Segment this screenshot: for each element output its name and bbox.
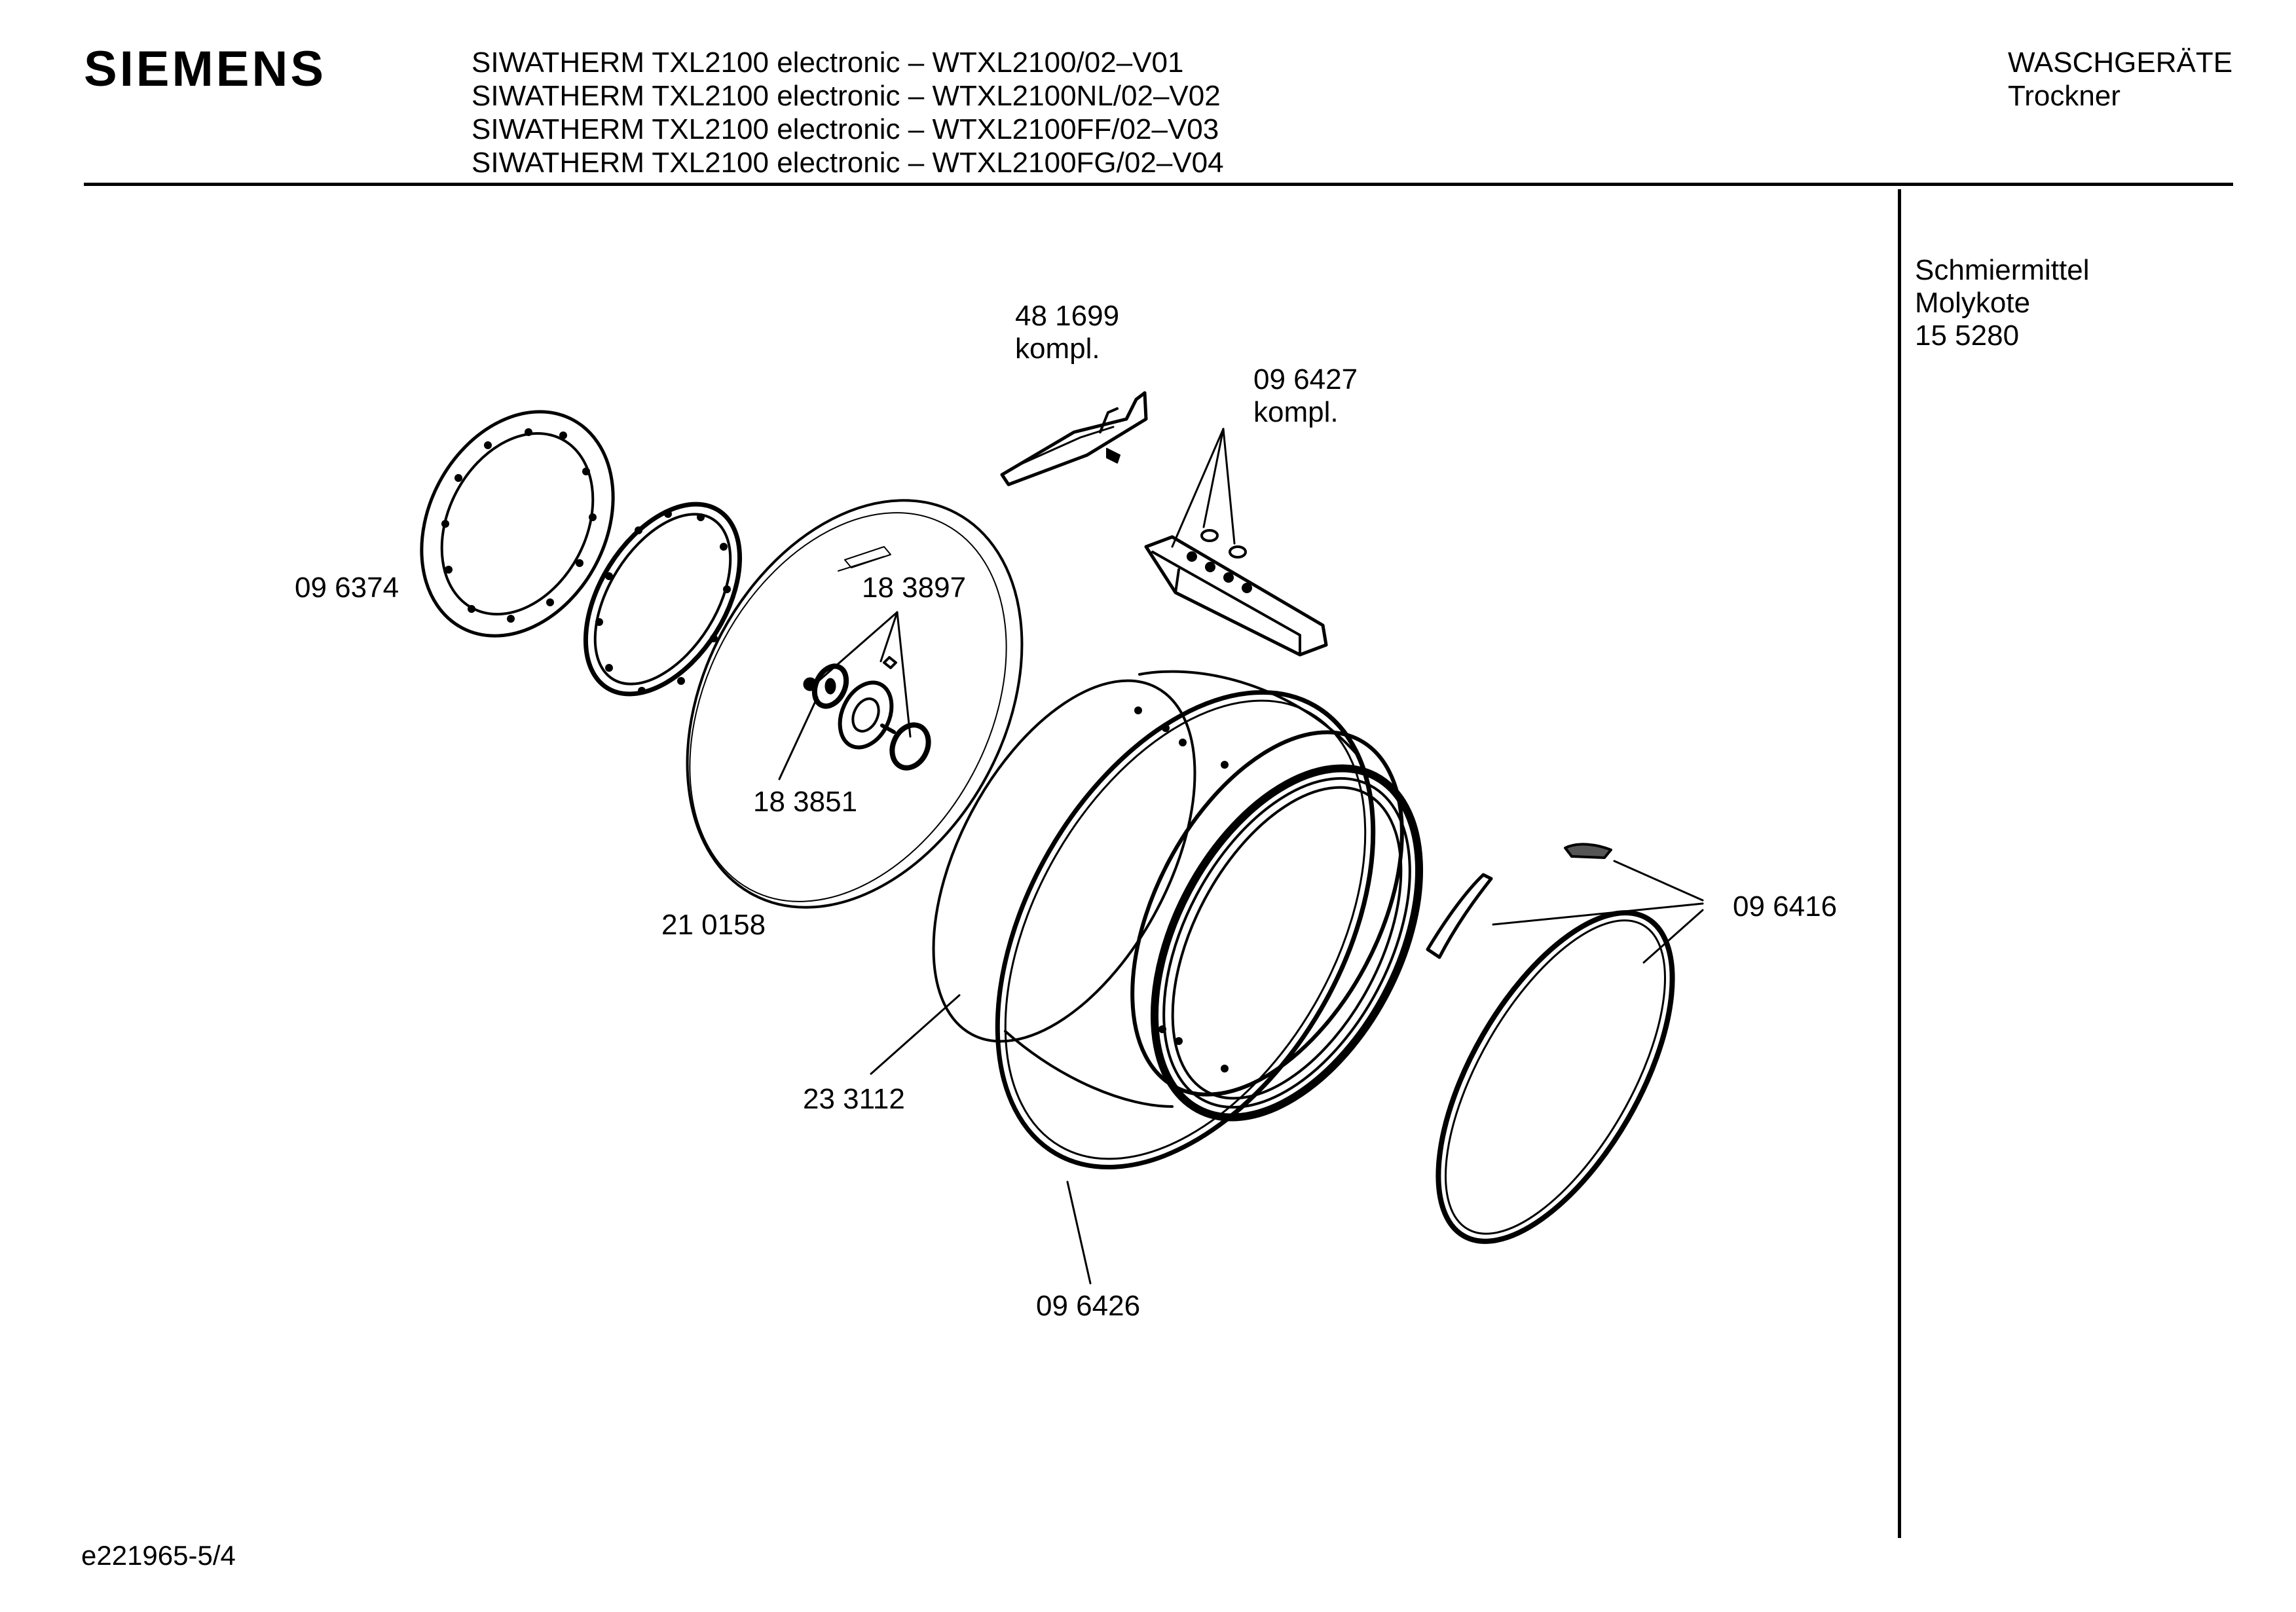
part-label-183897: 18 3897: [862, 572, 967, 604]
drum-body: [932, 670, 1424, 1122]
leader-lines: [778, 428, 1704, 1285]
siemens-logo: SIEMENS: [84, 41, 327, 97]
part-label-183851: 18 3851: [753, 786, 858, 818]
part-label-481699: 48 1699 kompl.: [1015, 300, 1119, 365]
header-divider: [84, 183, 2233, 186]
model-line-1: SIWATHERM TXL2100 electronic – WTXL2100/…: [472, 46, 1184, 79]
model-line-4: SIWATHERM TXL2100 electronic – WTXL2100F…: [472, 147, 1224, 179]
part-suffix: kompl.: [1253, 396, 1339, 428]
part-label-210158: 21 0158: [661, 909, 766, 941]
lubricant-note-line-3: 15 5280: [1915, 320, 2020, 352]
part-label-096427: 09 6427 kompl.: [1253, 363, 1358, 429]
flange-ring: [420, 410, 615, 638]
category-subtitle: Trockner: [2008, 80, 2120, 112]
part-suffix: kompl.: [1015, 333, 1100, 365]
category-title: WASCHGERÄTE: [2008, 46, 2233, 79]
model-line-2: SIWATHERM TXL2100 electronic – WTXL2100N…: [472, 80, 1221, 112]
lubricant-note-line-1: Schmiermittel: [1915, 254, 2090, 286]
document-id: e221965-5/4: [81, 1540, 236, 1571]
model-line-3: SIWATHERM TXL2100 electronic – WTXL2100F…: [472, 113, 1219, 145]
drum-hub-parts: [803, 656, 931, 771]
gasket-ring: [583, 502, 743, 697]
part-label-096426: 09 6426: [1036, 1290, 1141, 1322]
lubricant-note: Schmiermittel Molykote 15 5280: [1915, 254, 2090, 352]
part-number: 09 6427: [1253, 363, 1358, 395]
model-list: SIWATHERM TXL2100 electronic – WTXL2100/…: [472, 46, 1224, 179]
lubricant-note-line-2: Molykote: [1915, 287, 2031, 319]
part-label-096416: 09 6416: [1733, 890, 1838, 923]
part-label-233112: 23 3112: [803, 1083, 905, 1115]
lifter-rib: [1144, 529, 1328, 657]
bracket-assembly: [1000, 391, 1148, 486]
part-label-096374: 09 6374: [295, 572, 399, 604]
front-seal-ring: [1426, 843, 1675, 1244]
drum-back-wall: [686, 499, 1024, 909]
part-number: 48 1699: [1015, 300, 1120, 332]
side-divider: [1898, 189, 1901, 1538]
category-block: WASCHGERÄTE Trockner: [2008, 46, 2232, 113]
drum-seal-ring: [995, 689, 1376, 1170]
